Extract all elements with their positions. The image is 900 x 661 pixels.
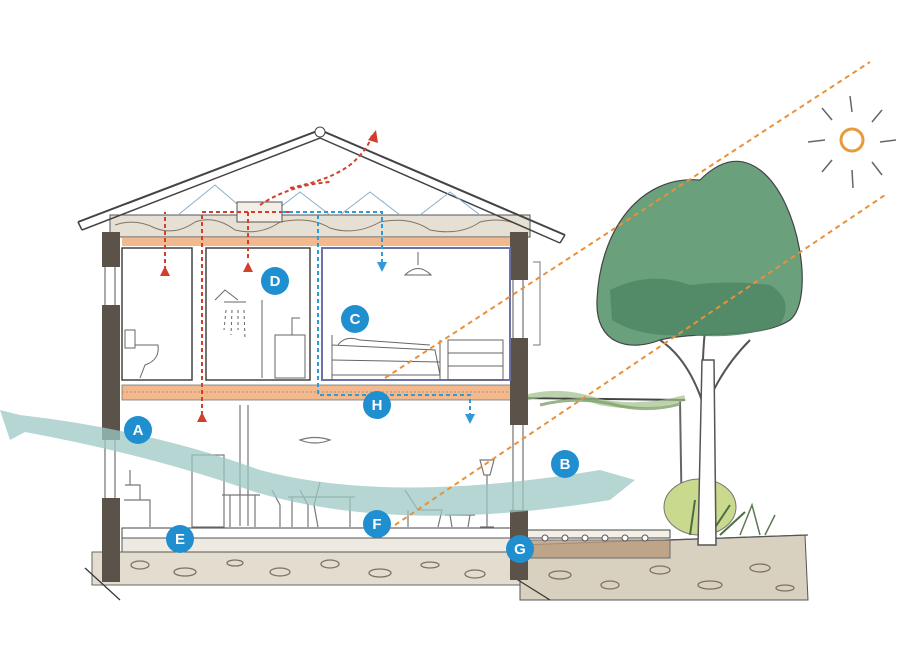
shrub-icon (663, 478, 809, 541)
marker-b-label: B (560, 456, 571, 473)
marker-a-label: A (133, 422, 144, 439)
marker-h-label: H (372, 397, 383, 414)
marker-a: A (124, 416, 152, 444)
upstairs-rooms (121, 247, 511, 381)
marker-f: F (363, 510, 391, 538)
toilet-icon (124, 329, 159, 379)
cross-ventilation-arrow (0, 410, 635, 516)
bed-icon (331, 335, 441, 380)
marker-g: G (506, 535, 534, 563)
marker-e-label: E (175, 531, 185, 548)
marker-d: D (261, 267, 289, 295)
sun-icon (807, 95, 897, 189)
marker-e: E (166, 525, 194, 553)
fresh-air-arrowheads (377, 262, 475, 424)
fresh-air-flow (282, 211, 471, 415)
patio-deck (524, 529, 671, 559)
warm-air-arrowheads (160, 130, 378, 422)
marker-d-label: D (270, 273, 281, 290)
marker-c: C (341, 305, 369, 333)
shower-icon (214, 289, 263, 378)
marker-g-label: G (514, 541, 526, 558)
lamp-icon (403, 252, 433, 276)
marker-f-label: F (372, 516, 381, 533)
pergola (519, 390, 686, 531)
warm-air-flow (164, 134, 373, 415)
marker-b: B (551, 450, 579, 478)
sun-rays (384, 61, 886, 526)
tree-icon (596, 160, 803, 546)
marker-h: H (363, 391, 391, 419)
marker-c-label: C (350, 311, 361, 328)
